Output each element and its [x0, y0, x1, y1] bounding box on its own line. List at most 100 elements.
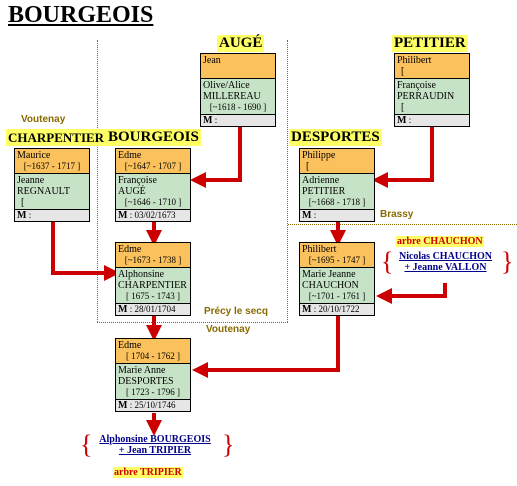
marriage-row: M : 28/01/1704 — [116, 304, 190, 315]
couple-box-bourgeois-1: Edme [~1647 - 1707 ] Françoise AUGÉ [~16… — [115, 148, 191, 222]
family-name-bourgeois: BOURGEOIS — [106, 129, 201, 146]
husband-dates: [~1673 - 1738 ] — [124, 255, 182, 265]
wife-surname: PERRAUDIN — [397, 91, 455, 102]
marriage-date: : — [214, 115, 218, 125]
marriage-row: M : — [395, 115, 469, 126]
marriage-label: M — [17, 210, 27, 221]
wife-dates: [~1618 - 1690 ] — [209, 102, 267, 112]
connector-chauchon-to-desportes2 — [376, 283, 447, 304]
wife-cell: Alphonsine CHARPENTIER [ 1675 - 1743 ] — [116, 268, 190, 304]
connector-petitier-to-desportes1 — [372, 125, 434, 188]
husband-dates: [~1637 - 1717 ] — [23, 161, 81, 171]
marriage-label: M — [118, 304, 128, 315]
wife-cell: Marie Jeanne CHAUCHON [~1701 - 1761 ] — [300, 268, 374, 304]
marriage-date: : 03/02/1673 — [129, 210, 176, 220]
couple-box-charpentier: Maurice [~1637 - 1717 ] Jeanne REGNAULT … — [14, 148, 90, 222]
place-voutenay: Voutenay — [21, 114, 66, 125]
wife-given-name: Françoise — [118, 175, 157, 186]
husband-dates: [~1695 - 1747 ] — [308, 255, 366, 265]
boundary-line — [287, 40, 288, 322]
wife-cell: Françoise PERRAUDIN [ — [395, 79, 469, 115]
jean-tripier-link[interactable]: + Jean TRIPIER — [118, 445, 192, 456]
marriage-row: M : — [300, 210, 374, 221]
husband-name: Edme — [118, 150, 142, 161]
wife-surname: DESPORTES — [118, 376, 174, 387]
husband-cell: Maurice [~1637 - 1717 ] — [15, 149, 89, 174]
wife-cell: Adrienne PETITIER [~1668 - 1718 ] — [300, 174, 374, 210]
husband-cell: Philippe [ — [300, 149, 374, 174]
wife-cell: Olive/Alice MILLEREAU [~1618 - 1690 ] — [201, 79, 275, 115]
wife-given-name: Alphonsine — [118, 269, 165, 280]
family-name-auge: AUGÉ — [217, 35, 265, 52]
wife-surname: MILLEREAU — [203, 91, 261, 102]
husband-name: Edme — [118, 340, 142, 351]
couple-box-desportes-2: Philibert [~1695 - 1747 ] Marie Jeanne C… — [299, 242, 375, 316]
page-title: BOURGEOIS — [8, 2, 154, 28]
marriage-row: M : 20/10/1722 — [300, 304, 374, 315]
wife-dates: [~1701 - 1761 ] — [308, 291, 366, 301]
wife-given-name: Marie Jeanne — [302, 269, 356, 280]
marriage-label: M — [118, 210, 128, 221]
wife-given-name: Adrienne — [302, 175, 340, 186]
right-brace-icon: } — [222, 430, 235, 459]
marriage-label: M — [302, 210, 312, 221]
descendants: Alphonsine BOURGEOIS + Jean TRIPIER — [88, 434, 222, 456]
wife-dates: [ — [401, 102, 405, 113]
husband-name: Maurice — [17, 150, 51, 161]
wife-cell: Jeanne REGNAULT [ — [15, 174, 89, 210]
husband-cell: Philibert [ — [395, 54, 469, 79]
place-voutenay: Voutenay — [206, 324, 251, 335]
left-brace-icon: { — [80, 430, 93, 459]
couple-box-bourgeois-3: Edme [ 1704 - 1762 ] Marie Anne DESPORTE… — [115, 338, 191, 412]
husband-name: Jean — [203, 55, 221, 66]
wife-dates: [ 1675 - 1743 ] — [126, 291, 180, 301]
family-name-charpentier: CHARPENTIER — [6, 129, 107, 146]
wife-surname: PETITIER — [302, 186, 346, 197]
arbre-chauchon-link[interactable]: arbre CHAUCHON — [396, 236, 484, 247]
arbre-tripier-link[interactable]: arbre TRIPIER — [113, 467, 183, 478]
wife-cell: Marie Anne DESPORTES [ 1723 - 1796 ] — [116, 364, 190, 400]
husband-name: Edme — [118, 244, 142, 255]
family-name-petitier: PETITIER — [392, 35, 468, 52]
couple-box-desportes-1: Philippe [ Adrienne PETITIER [~1668 - 17… — [299, 148, 375, 222]
spacer — [203, 66, 273, 77]
marriage-date: : 28/01/1704 — [129, 304, 176, 314]
marriage-date: : — [28, 210, 32, 220]
wife-given-name: Jeanne — [17, 175, 45, 186]
husband-cell: Jean — [201, 54, 275, 79]
nicolas-chauchon-link[interactable]: Nicolas CHAUCHON — [398, 251, 493, 262]
left-brace-icon: { — [381, 247, 394, 276]
wife-dates: [~1646 - 1710 ] — [124, 197, 182, 207]
couple-box-petitier: Philibert [ Françoise PERRAUDIN [ M : — [394, 53, 470, 127]
wife-given-name: Françoise — [397, 80, 436, 91]
alphonsine-bourgeois-link[interactable]: Alphonsine BOURGEOIS — [99, 434, 211, 445]
couple-box-bourgeois-2: Edme [~1673 - 1738 ] Alphonsine CHARPENT… — [115, 242, 191, 316]
marriage-date: : — [313, 210, 317, 220]
husband-dates: [ — [306, 161, 310, 172]
jeanne-vallon-link[interactable]: + Jeanne VALLON — [404, 262, 487, 273]
husband-cell: Philibert [~1695 - 1747 ] — [300, 243, 374, 268]
connector-charpentier-to-bourgeois2 — [51, 220, 120, 281]
marriage-row: M : 03/02/1673 — [116, 210, 190, 221]
husband-name: Philibert — [397, 55, 432, 66]
wife-surname: REGNAULT — [17, 186, 70, 197]
boundary-line — [97, 40, 98, 322]
boundary-line — [97, 322, 288, 323]
couple-box-auge: Jean Olive/Alice MILLEREAU [~1618 - 1690… — [200, 53, 276, 127]
husband-cell: Edme [~1673 - 1738 ] — [116, 243, 190, 268]
wife-surname: CHAUCHON — [302, 280, 359, 291]
marriage-row: M : — [15, 210, 89, 221]
marriage-date: : 25/10/1746 — [129, 400, 176, 410]
husband-cell: Edme [~1647 - 1707 ] — [116, 149, 190, 174]
boundary-line — [288, 224, 517, 225]
family-name-desportes: DESPORTES — [289, 129, 382, 146]
right-brace-icon: } — [501, 247, 514, 276]
marriage-row: M : — [201, 115, 275, 126]
husband-dates: [ 1704 - 1762 ] — [126, 351, 180, 361]
wife-dates: [~1668 - 1718 ] — [308, 197, 366, 207]
place-brassy: Brassy — [380, 209, 414, 220]
place-precy-le-secq: Précy le secq — [204, 306, 268, 317]
husband-name: Philippe — [302, 150, 336, 161]
wife-surname: AUGÉ — [118, 186, 146, 197]
